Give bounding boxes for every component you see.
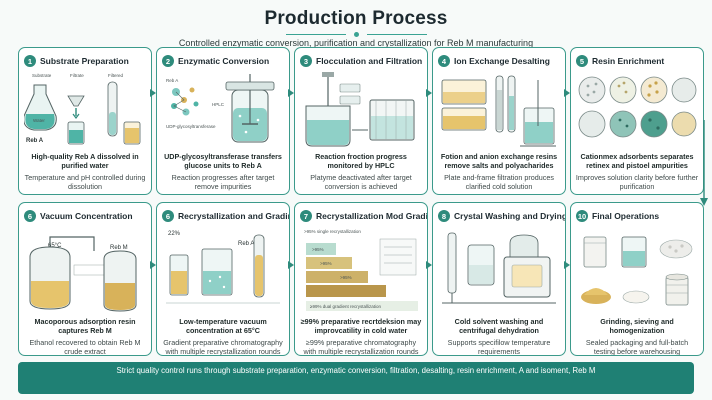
svg-text:Reb A: Reb A xyxy=(166,78,178,83)
flow-arrow-icon xyxy=(288,89,294,97)
title-divider xyxy=(0,32,712,37)
page-title: Production Process xyxy=(264,8,448,29)
step-number: 2 xyxy=(162,55,174,67)
step-title: Flocculation and Filtration xyxy=(316,56,423,66)
step-note: ≥99% preparative chromatography with mul… xyxy=(303,338,419,356)
svg-text:Filtered: Filtered xyxy=(108,73,124,78)
step-card-recrystallization-grading: 6 Recrystallization and Grading 22% Reb … xyxy=(156,202,290,356)
step-note: Platyme deactivated after target convers… xyxy=(310,173,412,192)
step-title: Enzymatic Conversion xyxy=(178,56,270,66)
vacuum-illustration: 65°C Reb M xyxy=(29,236,137,312)
svg-text:22%: 22% xyxy=(168,231,181,237)
step-title: Ion Exchange Desalting xyxy=(454,56,550,66)
step-card-crystal-washing-drying: 8 Crystal Washing and Drying Cold solven… xyxy=(432,202,566,356)
step-number: 10 xyxy=(576,210,588,222)
svg-text:Filtrate: Filtrate xyxy=(70,73,84,78)
step-title: Resin Enrichment xyxy=(592,56,665,66)
quality-control-banner: Strict quality control runs through subs… xyxy=(18,362,694,394)
step-note: Plate and-frame filtration produces clar… xyxy=(444,173,554,192)
grading-illustration: >95% single recrystallization >95% >95% … xyxy=(304,229,418,311)
resin-illustration xyxy=(578,76,697,138)
step-description: Reaction froction progress monitored by … xyxy=(315,152,407,171)
step-number: 3 xyxy=(300,55,312,67)
svg-text:>95% single recrystallization: >95% single recrystallization xyxy=(304,229,361,234)
step-card-ion-exchange: 4 Ion Exchange Desalting Fotion and anio… xyxy=(432,47,566,195)
svg-text:Reb M: Reb M xyxy=(110,245,128,251)
step-title: Final Operations xyxy=(592,211,660,221)
filtration-illustration xyxy=(305,72,415,147)
step-description: Cationmex adsorbents separates retinex a… xyxy=(580,152,694,171)
svg-text:65°C: 65°C xyxy=(48,243,62,249)
page-subtitle: Controlled enzymatic conversion, purific… xyxy=(178,38,534,48)
svg-text:Substrate: Substrate xyxy=(32,73,52,78)
step-card-resin-enrichment: 5 Resin Enrichment Cationmex adsorbents … xyxy=(570,47,704,195)
drying-illustration xyxy=(442,232,556,304)
flow-arrow-icon xyxy=(150,261,156,269)
header: Production Process Controlled enzymatic … xyxy=(0,8,712,48)
step-number: 5 xyxy=(576,55,588,67)
step-note: Supports specifilow temperature requirem… xyxy=(447,338,551,356)
step-description: Low-temperature vacuum concentration at … xyxy=(179,317,267,336)
recrystallization-illustration: 22% Reb A xyxy=(166,231,280,304)
step-number: 6 xyxy=(24,210,36,222)
row-connector-icon xyxy=(700,120,708,206)
step-title: Vacuum Concentration xyxy=(40,211,133,221)
step-description: ≥99% preparative recrtdeksion may improv… xyxy=(300,317,422,336)
step-description: Grinding, sieving and homogenization xyxy=(600,317,674,336)
svg-text:≥99% dual gradient recrystalli: ≥99% dual gradient recrystallization xyxy=(310,304,382,309)
svg-text:>95%: >95% xyxy=(320,261,332,266)
step-description: UDP-glycosyltransferase transfers glucos… xyxy=(164,152,282,171)
flow-arrow-icon xyxy=(564,89,570,97)
step-card-recrystallization-mod-grading: 7 Recrystallization Mod Grading >95% sin… xyxy=(294,202,428,356)
step-number: 4 xyxy=(438,55,450,67)
svg-text:>95%: >95% xyxy=(312,247,324,252)
svg-text:Reb A: Reb A xyxy=(238,241,254,247)
flow-arrow-icon xyxy=(150,89,156,97)
flow-arrow-icon xyxy=(426,89,432,97)
step-description: Macoporous adsorption resin captures Reb… xyxy=(34,317,136,336)
svg-text:>95%: >95% xyxy=(340,275,352,280)
step-card-substrate-preparation: 1 Substrate Preparation Substrate Filtra… xyxy=(18,47,152,195)
step-card-enzymatic-conversion: 2 Enzymatic Conversion Reb A UDP-glycosy… xyxy=(156,47,290,195)
step-number: 7 xyxy=(300,210,312,222)
flow-arrow-icon xyxy=(288,261,294,269)
step-number: 1 xyxy=(24,55,36,67)
step-card-vacuum-concentration: 6 Vacuum Concentration 65°C Reb M Macopo… xyxy=(18,202,152,356)
step-title: Recrystallization and Grading xyxy=(178,211,290,221)
step-title: Substrate Preparation xyxy=(40,56,129,66)
step-number: 8 xyxy=(438,210,450,222)
step-note: Ethanol recovered to obtain Reb M crude … xyxy=(29,338,141,356)
enzymatic-illustration: Reb A UDP-glycosyltransferase HPLC xyxy=(166,74,275,143)
flow-arrow-icon xyxy=(426,261,432,269)
substrate-illustration: Substrate Filtrate Filtered Water Reb A xyxy=(24,73,141,145)
step-card-final-operations: 10 Final Operations Grinding, sieving an… xyxy=(570,202,704,356)
svg-text:HPLC: HPLC xyxy=(212,102,225,107)
ion-exchange-illustration xyxy=(441,75,556,147)
svg-text:Water: Water xyxy=(33,118,45,123)
step-title: Recrystallization Mod Grading xyxy=(316,211,428,221)
step-card-flocculation-filtration: 3 Flocculation and Filtration Reaction f… xyxy=(294,47,428,195)
svg-text:Reb A: Reb A xyxy=(26,138,44,144)
step-number: 6 xyxy=(162,210,174,222)
step-note: Gradient preparative chromatography with… xyxy=(163,338,283,356)
svg-text:UDP-glycosyltransferase: UDP-glycosyltransferase xyxy=(166,124,216,129)
flow-arrow-icon xyxy=(564,261,570,269)
packaging-illustration xyxy=(581,236,693,306)
step-description: High-quality Reb A dissolved in purified… xyxy=(31,152,139,171)
step-note: Sealed packaging and full-batch testing … xyxy=(585,338,689,356)
step-description: Cold solvent washing and centrifugal deh… xyxy=(454,317,544,336)
step-title: Crystal Washing and Drying xyxy=(454,211,566,221)
step-note: Improves solution clarity before further… xyxy=(575,173,699,192)
step-note: Temperature and pH controlled during dis… xyxy=(24,173,146,192)
step-description: Fotion and anion exchange resins remove … xyxy=(440,152,558,171)
step-note: Reaction progresses after target remove … xyxy=(171,173,275,192)
